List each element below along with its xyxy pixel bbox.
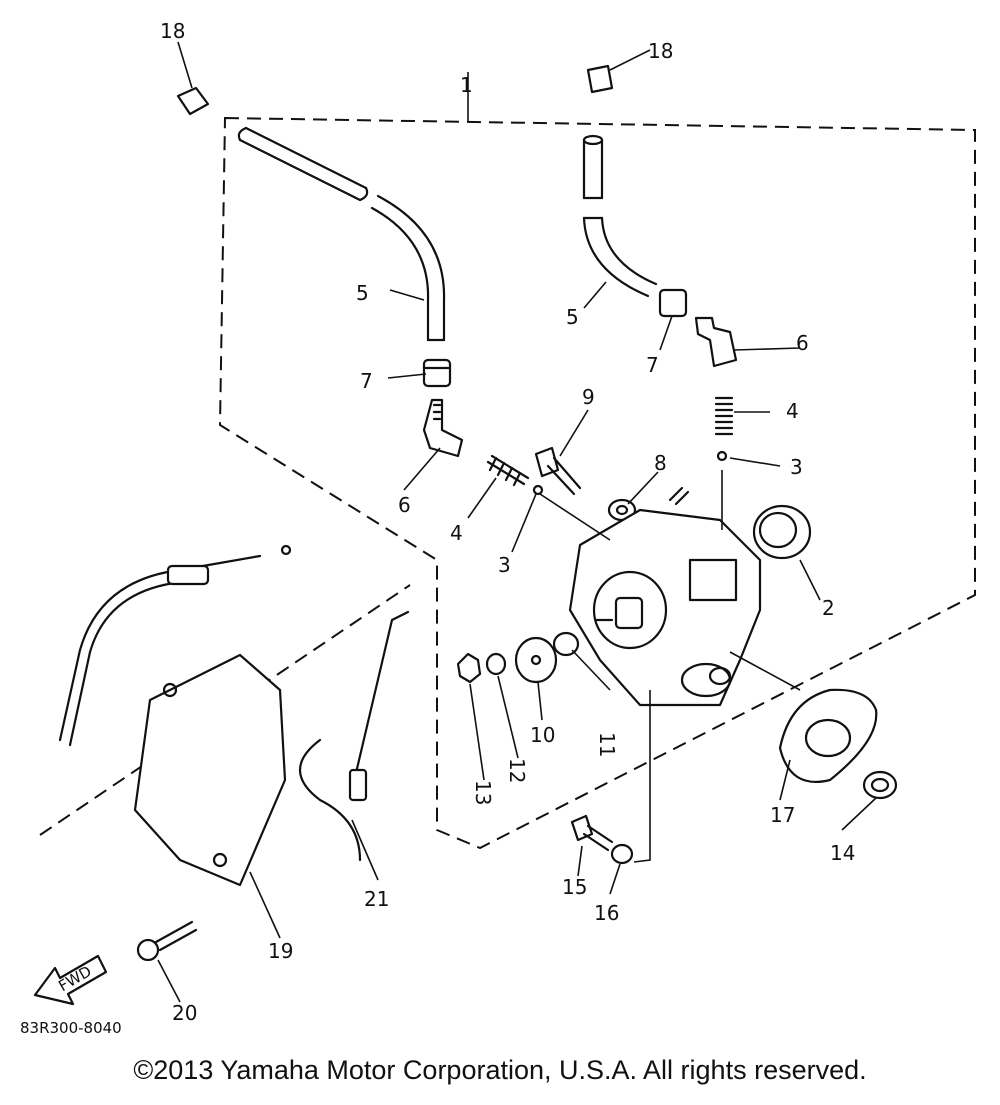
cap-18-right	[586, 64, 614, 94]
label-21: 21	[364, 887, 389, 911]
oil-hose-right	[582, 134, 658, 298]
elbow-fitting-right	[694, 316, 738, 368]
pulley-plate-10	[514, 636, 558, 684]
label-15: 15	[562, 875, 587, 899]
part-labels: 1 2 3 3 4 4 5 5 6 6 7 7 8 9 10 11 12 13 …	[160, 19, 855, 1025]
gasket-17	[778, 688, 878, 783]
label-9: 9	[582, 385, 595, 409]
label-13: 13	[471, 780, 495, 805]
bolt-9	[534, 446, 582, 496]
oil-seal-2	[752, 504, 812, 560]
washer-11	[552, 631, 580, 657]
label-14: 14	[830, 841, 855, 865]
label-2: 2	[822, 596, 835, 620]
hose-clamp-left	[422, 358, 452, 388]
oil-hose-left	[237, 126, 446, 342]
bolt-15	[570, 814, 614, 852]
label-4-right: 4	[786, 399, 799, 423]
washer-12	[485, 652, 507, 676]
label-16: 16	[594, 901, 619, 925]
check-ball-left	[532, 484, 544, 496]
check-spring-left	[486, 454, 530, 487]
label-3-right: 3	[790, 455, 803, 479]
pump-cover-19	[133, 653, 287, 887]
label-17: 17	[770, 803, 795, 827]
hose-clamp-right	[658, 288, 688, 318]
control-cable	[58, 544, 292, 747]
diagram-code: 83R300-8040	[20, 1019, 122, 1037]
label-19: 19	[268, 939, 293, 963]
label-8: 8	[654, 451, 667, 475]
label-10: 10	[530, 723, 555, 747]
label-4-left: 4	[450, 521, 463, 545]
oil-pump-body	[568, 486, 762, 707]
nut-13	[456, 652, 482, 684]
label-7-right: 7	[646, 353, 659, 377]
label-18-right: 18	[648, 39, 673, 63]
label-5-left: 5	[356, 281, 369, 305]
leader-lines	[157, 41, 877, 1003]
cap-18-left	[176, 86, 210, 116]
label-1: 1	[460, 73, 473, 97]
label-3-left: 3	[498, 553, 511, 577]
label-6-right: 6	[796, 331, 809, 355]
label-18-left: 18	[160, 19, 185, 43]
label-5-right: 5	[566, 305, 579, 329]
bolt-20	[136, 920, 198, 962]
label-11: 11	[595, 732, 619, 757]
o-ring-14	[862, 770, 898, 800]
check-ball-right	[716, 450, 728, 462]
label-20: 20	[172, 1001, 197, 1025]
label-6-left: 6	[398, 493, 411, 517]
label-12: 12	[505, 758, 529, 783]
fwd-arrow-icon: FWD	[33, 954, 108, 1006]
label-7-left: 7	[360, 369, 373, 393]
washer-16	[610, 843, 634, 865]
elbow-fitting-left	[422, 398, 464, 458]
copyright-notice: ©2013 Yamaha Motor Corporation, U.S.A. A…	[133, 1055, 867, 1085]
cable-21	[298, 610, 410, 862]
check-spring-right	[714, 396, 734, 436]
